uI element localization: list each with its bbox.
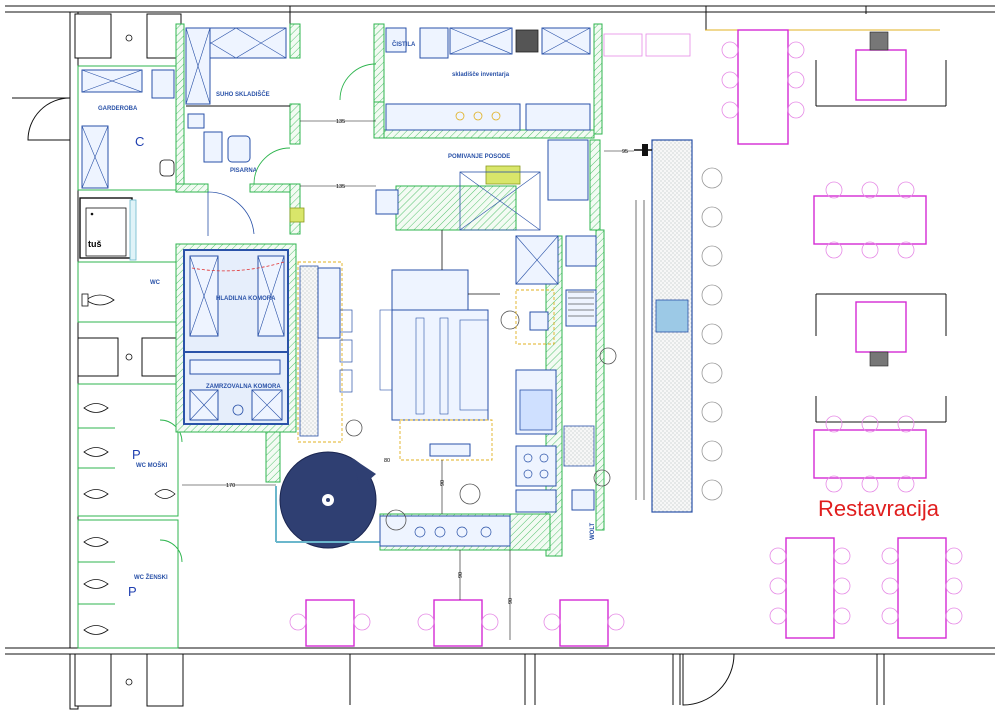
room-label-wolt: WOLT: [590, 522, 596, 540]
dimension-90-b: 90: [458, 572, 464, 578]
dimension-95: 95: [622, 149, 628, 155]
dishwashing: POMIVANJE POSODE: [289, 139, 589, 231]
dimension-135-top: 135: [336, 119, 345, 125]
room-label-pisarna: PISARNA: [230, 168, 258, 174]
dimension-170: 170: [226, 483, 235, 489]
room-label-skladisce-inventarja: skladišče inventarja: [452, 72, 510, 78]
central-island: [379, 230, 520, 505]
cooking-line: WOLT: [379, 235, 617, 547]
room-label-tus: tuš: [88, 239, 102, 249]
service-rooms: GARDEROBA C tuš WC P WC MOŠKI WC ŽENSKI: [77, 65, 183, 649]
zone-label-restavracija: Restavracija: [818, 496, 940, 521]
dining-tables: [289, 29, 963, 647]
room-label-cistila: ČISTILA: [392, 41, 416, 48]
letter-c: C: [135, 134, 144, 149]
room-label-hladilna-komora: HLADILNA KOMORA: [216, 296, 276, 302]
letter-p-moski: P: [132, 447, 141, 462]
room-label-wc-zenski: WC ŽENSKI: [134, 573, 168, 581]
bar-stools: [701, 167, 723, 501]
exterior-walls: [5, 5, 995, 710]
room-label-garderoba: GARDEROBA: [98, 106, 138, 112]
letter-p-zenski: P: [128, 584, 137, 599]
dimensions: 135 135 95 170 90 90 90: [182, 119, 634, 640]
room-label-suho-skladisce: SUHO SKLADIŠČE: [216, 90, 270, 98]
room-label-pomivanje-posode: POMIVANJE POSODE: [448, 154, 510, 160]
dimension-80: 80: [384, 458, 390, 464]
room-label-wc-moski: WC MOŠKI: [136, 461, 168, 469]
inventory-storage: ČISTILA skladišče inventarja: [339, 27, 591, 131]
room-label-zamrzovalna-komora: ZAMRZOVALNA KOMORA: [206, 384, 281, 390]
room-label-wc: WC: [150, 280, 161, 286]
dimension-90-c: 90: [508, 598, 514, 604]
dimension-135-mid: 135: [336, 184, 345, 190]
prep-line: 80: [275, 261, 390, 549]
cold-rooms: HLADILNA KOMORA ZAMRZOVALNA KOMORA: [183, 191, 289, 425]
dimension-90-a: 90: [440, 480, 446, 486]
dry-storage: SUHO SKLADIŠČE PISARNA: [185, 27, 291, 185]
bar-counter: [634, 139, 693, 513]
